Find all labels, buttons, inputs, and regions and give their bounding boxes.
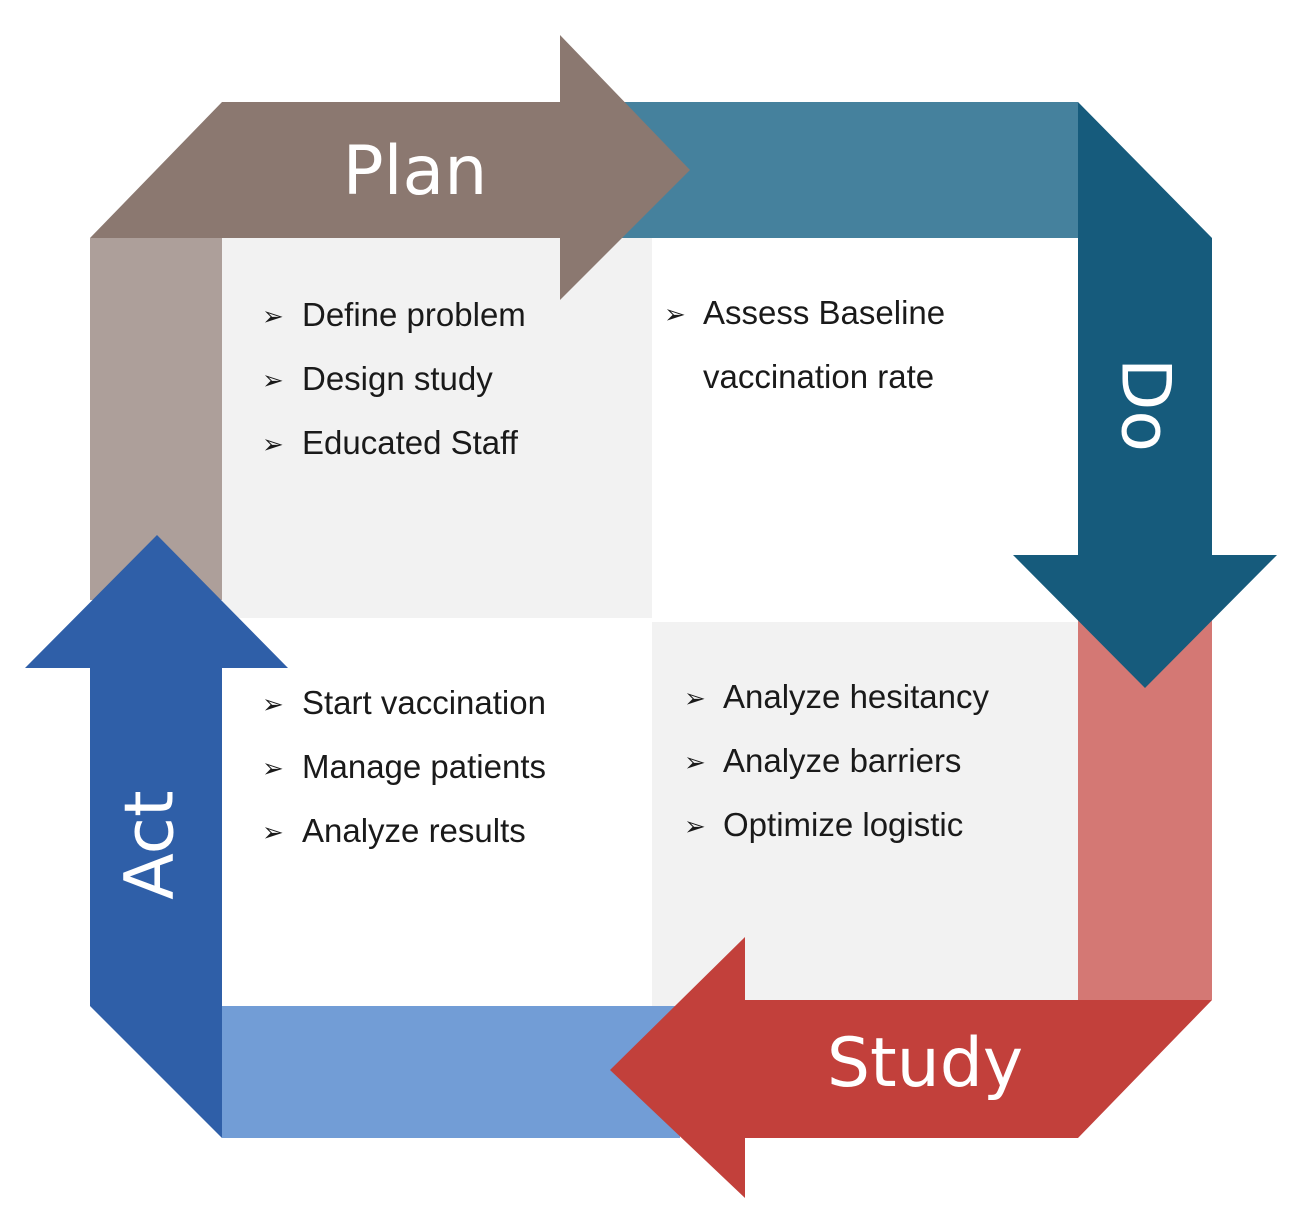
- plan-arrow: [90, 35, 690, 300]
- bullet-icon: ➢: [684, 684, 706, 714]
- act-item: Start vaccination: [302, 684, 546, 721]
- bullet-icon: ➢: [262, 302, 284, 332]
- bullet-icon: ➢: [684, 812, 706, 842]
- bullet-icon: ➢: [262, 818, 284, 848]
- bullet-icon: ➢: [262, 366, 284, 396]
- study-item: Optimize logistic: [723, 806, 963, 843]
- bullet-icon: ➢: [262, 690, 284, 720]
- study-label: Study: [827, 1024, 1023, 1103]
- plan-label: Plan: [343, 132, 488, 211]
- bullet-icon: ➢: [262, 754, 284, 784]
- study-item: Analyze hesitancy: [723, 678, 989, 715]
- plan-item-list: ➢ Define problem ➢ Design study ➢ Educat…: [262, 296, 526, 461]
- do-label: Do: [1106, 358, 1185, 452]
- bullet-icon: ➢: [262, 430, 284, 460]
- study-quadrant-panel: [652, 622, 1078, 1006]
- act-band-fold: [222, 1006, 680, 1138]
- plan-item: Define problem: [302, 296, 526, 333]
- do-arrow: [1013, 102, 1277, 688]
- do-item-list: ➢ Assess Baseline vaccination rate: [664, 294, 945, 395]
- study-arrow: [610, 937, 1212, 1198]
- study-item: Analyze barriers: [723, 742, 961, 779]
- do-band-fold: [620, 102, 1078, 238]
- act-item-list: ➢ Start vaccination ➢ Manage patients ➢ …: [262, 684, 546, 849]
- do-item: vaccination rate: [703, 358, 934, 395]
- plan-band-fold: [90, 238, 222, 600]
- act-label: Act: [111, 790, 190, 899]
- study-item-list: ➢ Analyze hesitancy ➢ Analyze barriers ➢…: [684, 678, 989, 843]
- plan-quadrant-panel: [222, 238, 652, 618]
- act-item: Analyze results: [302, 812, 526, 849]
- bullet-icon: ➢: [684, 748, 706, 778]
- act-quadrant-panel: [222, 618, 652, 1006]
- plan-item: Educated Staff: [302, 424, 519, 461]
- act-item: Manage patients: [302, 748, 546, 785]
- act-arrow: [25, 535, 288, 1138]
- bullet-icon: ➢: [664, 300, 686, 330]
- do-item: Assess Baseline: [703, 294, 945, 331]
- plan-item: Design study: [302, 360, 493, 397]
- do-quadrant-panel: [652, 238, 1078, 622]
